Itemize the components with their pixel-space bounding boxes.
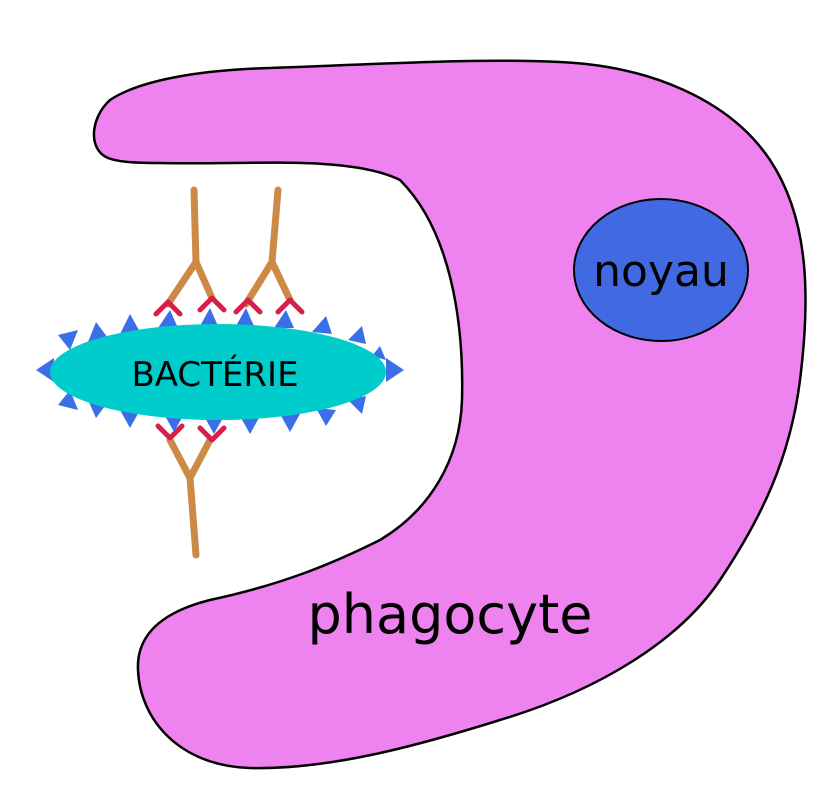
- antigen-spike-icon: [280, 414, 300, 432]
- antigen-spike-icon: [274, 310, 294, 328]
- nucleus-label: noyau: [593, 246, 729, 297]
- antigen-spike-icon: [58, 330, 78, 350]
- binding-site-icon: [197, 295, 227, 313]
- phagocyte-label: phagocyte: [308, 583, 593, 646]
- antigen-spike-icon: [348, 326, 366, 344]
- antigen-spike-icon: [200, 308, 218, 326]
- bacteria-label: BACTÉRIE: [131, 354, 298, 395]
- nucleus: [573, 198, 749, 342]
- antibodies-bottom: [166, 436, 214, 559]
- binding-site-icon: [275, 297, 305, 315]
- antibodies-top: [164, 186, 294, 308]
- antigen-spike-icon: [240, 416, 260, 434]
- antigen-spike-icon: [236, 308, 254, 326]
- binding-site-icon: [153, 299, 183, 317]
- binding-site-icon: [197, 425, 227, 443]
- antibody-icon: [164, 186, 216, 308]
- antigen-spike-icon: [204, 416, 224, 434]
- antigen-spike-icon: [158, 310, 178, 328]
- antigen-spike-icon: [386, 358, 404, 382]
- antigen-spike-icon: [316, 408, 336, 426]
- antibody-icon: [166, 436, 214, 559]
- antigen-spikes: [36, 308, 404, 434]
- antibody-icon: [242, 186, 294, 308]
- binding-site-icon: [155, 423, 185, 441]
- antigen-spike-icon: [88, 322, 108, 342]
- antigen-spike-icon: [36, 358, 54, 382]
- antigen-binding-sites: [153, 295, 305, 443]
- antigen-spike-icon: [312, 316, 332, 334]
- antigen-spike-icon: [120, 410, 140, 428]
- binding-site-icon: [233, 297, 263, 315]
- antigen-spike-icon: [120, 314, 140, 334]
- antigen-spike-icon: [58, 390, 78, 410]
- bacteria: [50, 324, 386, 420]
